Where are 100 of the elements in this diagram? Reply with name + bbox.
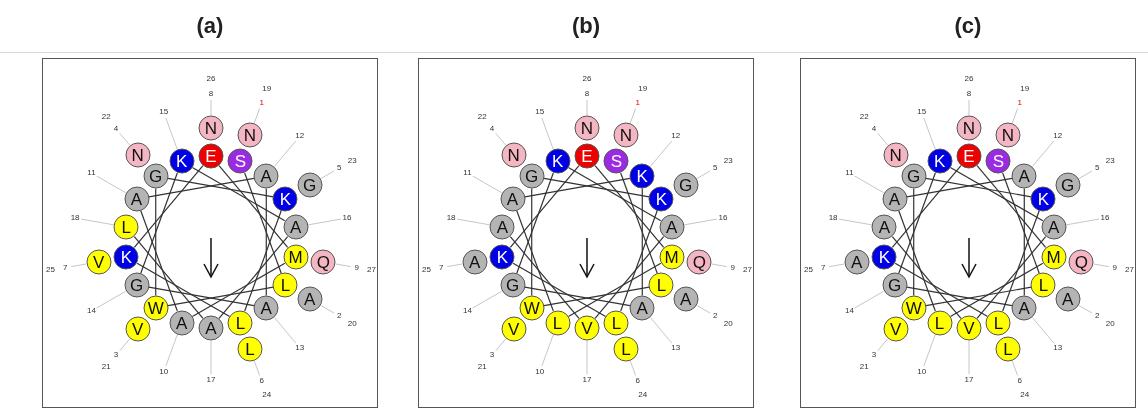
residue-circle: Q: [1068, 249, 1094, 275]
position-number: 1: [635, 98, 640, 107]
helix-line: [516, 210, 554, 312]
position-number: 23: [1105, 156, 1115, 165]
residue-circle: K: [545, 148, 571, 174]
position-number: 20: [347, 319, 357, 328]
leader-line: [923, 334, 936, 367]
position-number: 23: [347, 156, 357, 165]
position-number: 27: [743, 266, 752, 275]
position-number: 15: [159, 108, 169, 117]
leader-line: [838, 218, 873, 226]
helix-line: [1002, 172, 1040, 274]
residue-circle: L: [648, 272, 674, 298]
position-number: 26: [206, 75, 216, 83]
helix-line: [191, 166, 286, 222]
leader-line: [165, 117, 178, 150]
helix-line: [567, 166, 662, 222]
helix-line: [524, 286, 631, 307]
residue-circle: W: [143, 295, 169, 321]
position-number: 11: [845, 169, 854, 177]
residue-circle: A: [124, 186, 149, 212]
helix-line: [133, 165, 204, 248]
residue-circle: V: [956, 315, 982, 341]
leader-line: [1065, 218, 1100, 226]
residue-circle: E: [198, 143, 224, 169]
residue-circle: A: [844, 249, 870, 275]
residue-circle: S: [227, 148, 253, 174]
residue-circle: A: [462, 249, 488, 275]
position-number: 16: [342, 214, 352, 223]
residue-circle: G: [500, 272, 525, 298]
residue-circle: M: [283, 244, 309, 270]
position-number: 19: [262, 84, 272, 93]
leader-line: [629, 360, 636, 376]
helix-line: [133, 236, 204, 320]
residue-circle: L: [227, 310, 253, 336]
position-number: 13: [671, 343, 681, 352]
residue-circle: N: [574, 115, 600, 141]
panel-title: (c): [953, 13, 983, 39]
helix-line: [620, 210, 658, 312]
residue-circle: W: [901, 295, 927, 321]
helix-line: [976, 236, 1047, 320]
residue-circle: G: [124, 272, 149, 298]
position-number: 6: [1017, 377, 1022, 386]
helix-line: [567, 262, 662, 318]
residue-circle: L: [927, 310, 953, 336]
helix-line: [167, 286, 274, 307]
helix-line: [543, 286, 650, 307]
residue-circle: E: [956, 143, 982, 169]
leader-line: [307, 218, 342, 226]
position-number: 10: [159, 367, 169, 376]
residue-circle: K: [648, 186, 674, 212]
helix-line: [218, 165, 289, 248]
helix-line: [913, 188, 915, 296]
position-number: 11: [463, 169, 472, 177]
leader-line: [1078, 170, 1093, 180]
leader-line: [1031, 317, 1055, 344]
leader-line: [696, 170, 711, 180]
position-number: 3: [113, 351, 119, 360]
residue-circle: L: [995, 336, 1021, 362]
leader-line: [877, 338, 889, 352]
position-number: 27: [367, 266, 376, 275]
helix-line: [512, 262, 607, 318]
position-number: 12: [295, 132, 305, 141]
position-number: 21: [101, 362, 111, 371]
helix-line: [891, 165, 962, 248]
leader-line: [335, 263, 352, 268]
position-number: 1: [1017, 98, 1022, 107]
position-number: 10: [535, 367, 545, 376]
residue-circle: G: [673, 172, 699, 198]
helix-line: [925, 177, 1032, 198]
leader-line: [165, 334, 178, 367]
residue-circle: W: [519, 295, 545, 321]
residue-circle: M: [1041, 244, 1067, 270]
position-number: 16: [1100, 214, 1110, 223]
helix-line: [244, 210, 282, 312]
leader-line: [273, 140, 297, 167]
position-number: 1: [259, 98, 264, 107]
residue-circle: N: [237, 122, 263, 148]
helix-line: [1023, 188, 1025, 296]
residue-circle: A: [297, 286, 323, 312]
leader-line: [96, 175, 127, 194]
helix-line: [594, 236, 665, 320]
position-number: 25: [804, 266, 813, 275]
residue-circle: A: [253, 163, 279, 189]
position-number: 10: [917, 367, 927, 376]
position-number: 17: [206, 376, 216, 384]
position-number: 8: [966, 90, 972, 98]
helix-line: [524, 177, 631, 198]
position-number: 7: [439, 263, 444, 272]
position-number: 26: [582, 75, 592, 83]
position-number: 21: [477, 362, 487, 371]
residue-circle: A: [283, 214, 309, 240]
leader-line: [1011, 360, 1018, 376]
helix-line: [641, 188, 643, 296]
position-number: 22: [859, 113, 869, 122]
leader-line: [70, 263, 87, 268]
position-number: 19: [1020, 84, 1030, 93]
helix-line: [516, 172, 554, 274]
position-number: 13: [295, 343, 305, 352]
leader-line: [541, 334, 554, 367]
